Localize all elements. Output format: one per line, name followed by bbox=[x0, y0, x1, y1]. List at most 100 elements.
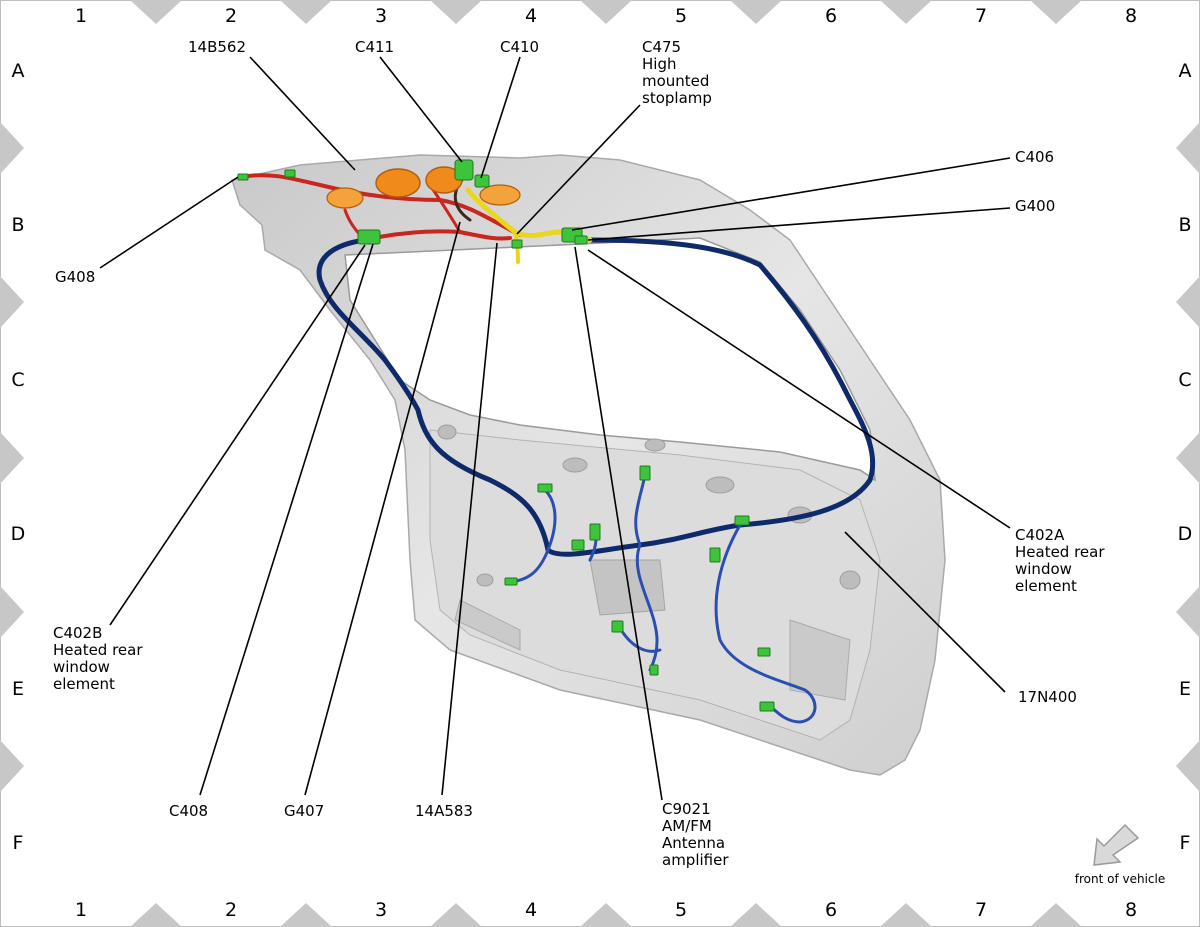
leader-lines bbox=[99, 56, 1011, 801]
label-line: C408 bbox=[169, 802, 208, 820]
grid-col-label: 2 bbox=[225, 899, 237, 921]
grid-col-label: 4 bbox=[525, 899, 537, 921]
front-of-vehicle-label: front of vehicle bbox=[1075, 872, 1165, 886]
grid-tab-marker bbox=[280, 0, 332, 24]
grid-row-label: F bbox=[1180, 832, 1191, 854]
leader-c402b bbox=[109, 244, 366, 626]
label-line: element bbox=[53, 675, 115, 693]
label-line: G400 bbox=[1015, 197, 1055, 215]
label-line: stoplamp bbox=[642, 89, 712, 107]
label-c402a: C402A Heated rear window element bbox=[1015, 526, 1109, 595]
grid-col-label: 3 bbox=[375, 899, 387, 921]
label-c411: C411 bbox=[355, 38, 394, 56]
harness-branch-antenna bbox=[634, 473, 647, 547]
leader-c408 bbox=[199, 243, 374, 796]
grid-row-label: E bbox=[1179, 678, 1191, 700]
connector-c402b bbox=[357, 229, 381, 245]
grid-tab-marker bbox=[0, 432, 24, 484]
grid-tab-marker bbox=[730, 0, 782, 24]
grid-row-label: C bbox=[1178, 369, 1191, 391]
leader-c410 bbox=[480, 56, 521, 179]
grid-row-label: C bbox=[11, 369, 24, 391]
grid-tab-marker bbox=[730, 903, 782, 927]
grid-tab-marker bbox=[0, 586, 24, 638]
grid-row-labels-right: A B C D E F bbox=[1178, 60, 1193, 854]
connector-lower bbox=[611, 620, 624, 633]
grid-tab-marker bbox=[0, 276, 24, 328]
label-line: amplifier bbox=[662, 851, 729, 869]
grid-row-label: B bbox=[11, 214, 24, 236]
grid-col-label: 1 bbox=[75, 899, 87, 921]
label-line: C402A bbox=[1015, 526, 1065, 544]
connector-lower bbox=[649, 664, 659, 676]
panel-hole bbox=[644, 438, 666, 452]
connector-g408 bbox=[237, 173, 249, 181]
grid-col-label: 8 bbox=[1125, 5, 1137, 27]
grid-tab-marker bbox=[130, 903, 182, 927]
panel-recess bbox=[589, 559, 666, 616]
panel-hole bbox=[705, 476, 735, 494]
connectors bbox=[237, 159, 775, 712]
grid-tab-marker bbox=[1176, 740, 1200, 792]
label-line: C402B bbox=[53, 624, 102, 642]
connector-lower bbox=[639, 465, 651, 481]
harness-red-main bbox=[238, 173, 522, 237]
grid-tab-marker bbox=[880, 903, 932, 927]
grid-tab-marker bbox=[0, 122, 24, 174]
grid-column-labels-bottom: 1 2 3 4 5 6 7 8 bbox=[75, 899, 1137, 921]
grid-tab-marker bbox=[580, 0, 632, 24]
stoplamp-assemblies bbox=[326, 166, 521, 209]
label-line: window bbox=[1015, 560, 1072, 578]
connector-lower bbox=[589, 523, 601, 541]
label-line: Heated rear bbox=[1015, 543, 1105, 561]
connector-lower bbox=[537, 483, 553, 493]
leader-g408 bbox=[99, 176, 239, 269]
label-line: Heated rear bbox=[53, 641, 143, 659]
label-c9021: C9021 AM/FM Antenna amplifier bbox=[662, 800, 730, 869]
connector-lower bbox=[504, 577, 518, 586]
label-line: window bbox=[53, 658, 110, 676]
label-c406: C406 bbox=[1015, 148, 1054, 166]
leader-g400 bbox=[587, 207, 1011, 241]
leader-c475 bbox=[516, 104, 641, 235]
connector-rear-left bbox=[284, 169, 296, 178]
grid-tab-marker bbox=[130, 0, 182, 24]
front-of-vehicle-indicator: front of vehicle bbox=[1075, 823, 1165, 886]
lamp-housing bbox=[375, 168, 421, 198]
label-g408: G408 bbox=[55, 268, 95, 286]
label-line: C411 bbox=[355, 38, 394, 56]
label-line: mounted bbox=[642, 72, 709, 90]
leader-g407 bbox=[304, 221, 461, 796]
lamp-housing bbox=[326, 187, 364, 209]
direction-arrow-icon bbox=[1093, 823, 1140, 866]
label-c402b: C402B Heated rear window element bbox=[53, 624, 147, 693]
panel-recess bbox=[789, 619, 851, 701]
grid-col-label: 2 bbox=[225, 5, 237, 27]
label-line: G407 bbox=[284, 802, 324, 820]
leader-14b562 bbox=[249, 56, 356, 171]
label-c475: C475 High mounted stoplamp bbox=[642, 38, 714, 107]
label-14b562: 14B562 bbox=[188, 38, 246, 56]
leader-c411 bbox=[379, 56, 463, 163]
grid-col-label: 6 bbox=[825, 5, 837, 27]
grid-tab-marker bbox=[1176, 432, 1200, 484]
label-c410: C410 bbox=[500, 38, 539, 56]
leader-14a583 bbox=[441, 242, 498, 796]
grid-row-label: D bbox=[11, 523, 26, 545]
grid-row-labels-left: A B C D E F bbox=[11, 60, 26, 854]
connector-lower bbox=[759, 701, 775, 712]
grid-col-label: 1 bbox=[75, 5, 87, 27]
grid-tab-marker bbox=[1030, 0, 1082, 24]
connector-lower bbox=[571, 539, 585, 551]
grid-col-label: 5 bbox=[675, 899, 687, 921]
grid-tab-marker bbox=[1030, 903, 1082, 927]
label-line: AM/FM bbox=[662, 817, 712, 835]
label-line: 17N400 bbox=[1018, 688, 1077, 706]
liftgate-panel bbox=[231, 154, 946, 776]
grid-row-label: D bbox=[1178, 523, 1193, 545]
connector-lower bbox=[734, 515, 750, 526]
grid-row-label: B bbox=[1178, 214, 1191, 236]
grid-row-label: A bbox=[12, 60, 25, 82]
